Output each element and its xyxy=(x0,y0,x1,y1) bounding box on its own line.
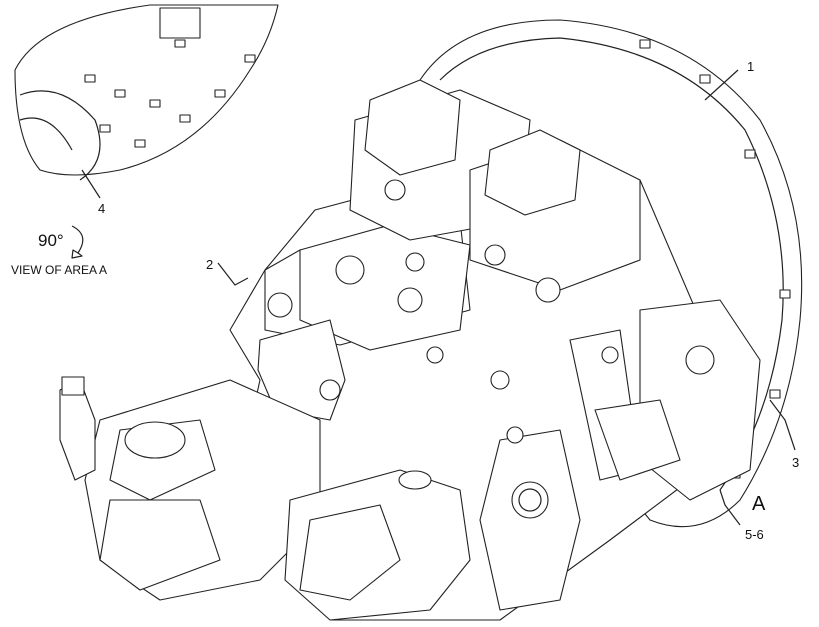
rotation-label: 90° xyxy=(38,231,64,250)
callout-4: 4 xyxy=(98,201,106,216)
area-a-label: A xyxy=(752,493,766,515)
callout-3: 3 xyxy=(792,455,800,470)
callout-2: 2 xyxy=(206,257,214,272)
rotation-arrow-icon xyxy=(71,225,84,259)
callout-1: 1 xyxy=(747,59,755,74)
inset-caption: VIEW OF AREA A xyxy=(11,263,108,277)
leader-lines xyxy=(217,69,796,526)
gear-pump xyxy=(284,469,471,621)
inset-flange-view xyxy=(14,4,279,199)
left-motor xyxy=(59,376,321,601)
callout-5-6: 5-6 xyxy=(745,527,764,542)
